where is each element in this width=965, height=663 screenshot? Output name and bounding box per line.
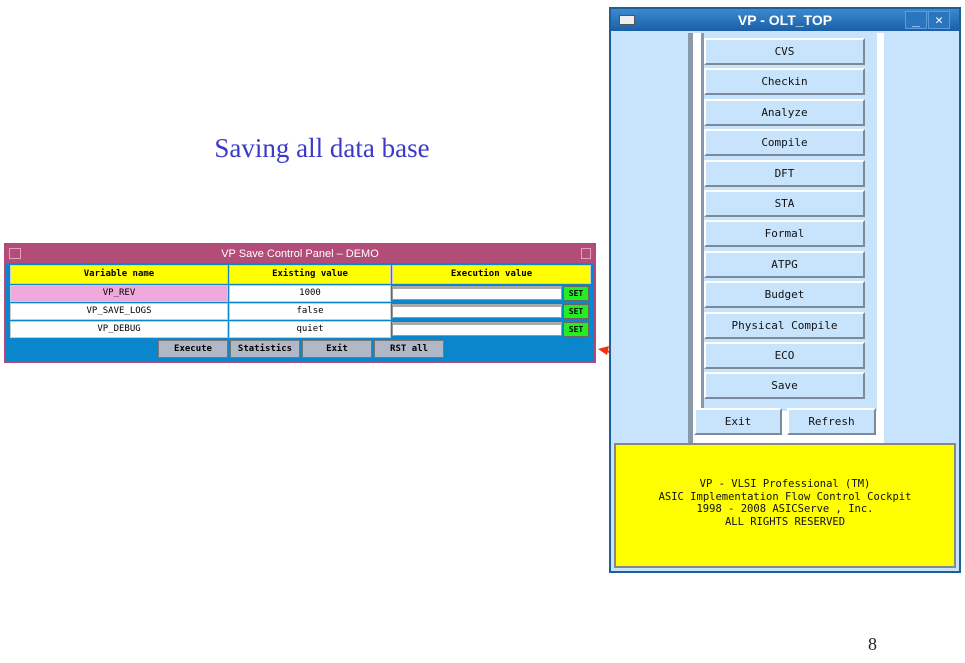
- arrow-head: [598, 346, 609, 355]
- exit-button[interactable]: Exit: [694, 408, 782, 435]
- window-menu-icon[interactable]: [9, 248, 21, 259]
- rst-all-button[interactable]: RST all: [374, 340, 444, 358]
- menu-button-physical-compile[interactable]: Physical Compile: [704, 312, 865, 339]
- info-panel: VP - VLSI Professional (TM) ASIC Impleme…: [614, 443, 956, 568]
- menu-button-formal[interactable]: Formal: [704, 220, 865, 247]
- save-panel-titlebar: VP Save Control Panel – DEMO: [6, 245, 594, 263]
- header-execution-value: Execution value: [392, 265, 591, 284]
- menu-button-sta[interactable]: STA: [704, 190, 865, 217]
- maximize-icon[interactable]: [581, 248, 591, 259]
- menu-button-analyze[interactable]: Analyze: [704, 99, 865, 126]
- variable-name-cell: VP_SAVE_LOGS: [10, 303, 228, 320]
- variable-name-cell: VP_REV: [10, 285, 228, 302]
- execution-value-input[interactable]: [392, 322, 562, 336]
- header-variable-name: Variable name: [10, 265, 228, 284]
- exit-button[interactable]: Exit: [302, 340, 372, 358]
- set-button[interactable]: SET: [563, 322, 589, 337]
- save-control-panel-window: VP Save Control Panel – DEMO Variable na…: [4, 243, 596, 363]
- info-line: VP - VLSI Professional (TM): [699, 478, 871, 490]
- menu-button-checkin[interactable]: Checkin: [704, 68, 865, 95]
- slide-title: Saving all data base: [214, 133, 430, 163]
- menu-button-dft[interactable]: DFT: [704, 160, 865, 187]
- execution-value-input[interactable]: [392, 286, 562, 300]
- execute-button[interactable]: Execute: [158, 340, 228, 358]
- menu-button-atpg[interactable]: ATPG: [704, 251, 865, 278]
- existing-value-cell: 1000: [229, 285, 391, 302]
- set-button[interactable]: SET: [563, 304, 589, 319]
- variable-name-cell: VP_DEBUG: [10, 321, 228, 338]
- menu-button-save[interactable]: Save: [704, 372, 865, 399]
- set-button[interactable]: SET: [563, 286, 589, 301]
- existing-value-cell: quiet: [229, 321, 391, 338]
- refresh-button[interactable]: Refresh: [787, 408, 876, 435]
- info-line: ALL RIGHTS RESERVED: [724, 515, 846, 528]
- info-line: ASIC Implementation Flow Control Cockpit: [658, 490, 912, 503]
- header-existing-value: Existing value: [229, 265, 391, 284]
- menu-button-cvs[interactable]: CVS: [704, 38, 865, 65]
- vp-titlebar: VP - OLT_TOP: [611, 9, 959, 31]
- menu-button-compile[interactable]: Compile: [704, 129, 865, 156]
- window-menu-icon[interactable]: [619, 15, 635, 25]
- execution-value-input[interactable]: [392, 304, 562, 318]
- close-button[interactable]: ✕: [928, 11, 950, 29]
- minimize-button[interactable]: _: [905, 11, 927, 29]
- statistics-button[interactable]: Statistics: [230, 340, 300, 358]
- existing-value-cell: false: [229, 303, 391, 320]
- menu-button-budget[interactable]: Budget: [704, 281, 865, 308]
- menu-button-eco[interactable]: ECO: [704, 342, 865, 369]
- page-number: 8: [868, 634, 877, 654]
- info-line: 1998 - 2008 ASICServe , Inc.: [696, 503, 874, 515]
